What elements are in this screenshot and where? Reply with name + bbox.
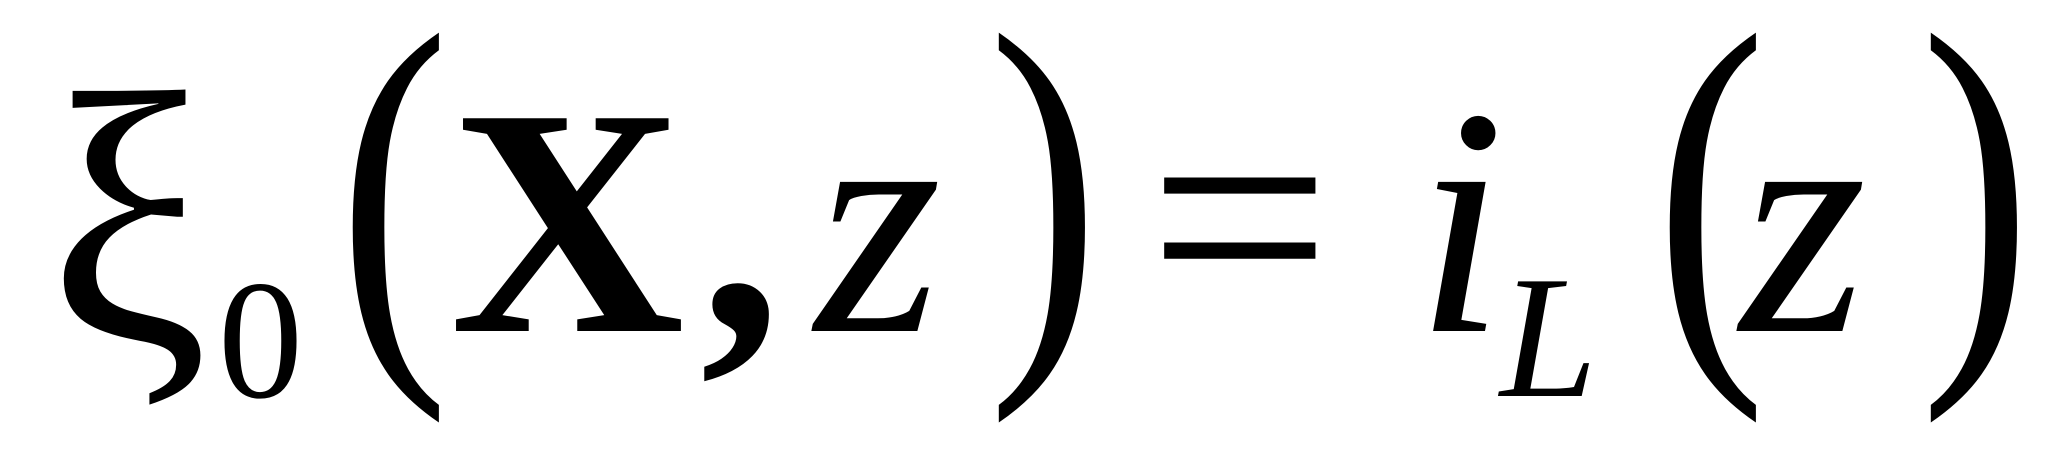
i-variable: i [1415,42,1506,402]
bold-x-variable: X [450,42,685,402]
right-parenthesis-1: ) [988,0,1100,425]
z-variable-1: z [815,42,942,402]
subscript-zero: 0 [218,246,303,434]
equals-sign: = [1148,37,1332,397]
left-parenthesis-2: ( [1655,0,1767,425]
right-parenthesis-2: ) [1920,0,2032,425]
subscript-l: L [1500,240,1598,434]
left-parenthesis-1: ( [338,0,450,425]
comma-separator: , [700,42,782,402]
xi-symbol: ξ [48,20,209,419]
z-variable-2: z [1740,42,1867,402]
